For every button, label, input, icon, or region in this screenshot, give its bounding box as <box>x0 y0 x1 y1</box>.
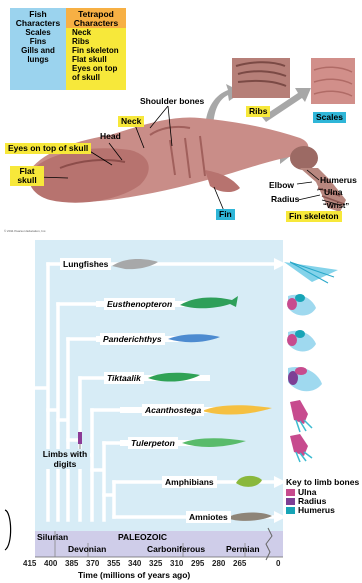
amphibian-drawing <box>236 476 262 487</box>
tick-0: 0 <box>276 559 280 568</box>
tick-400: 400 <box>44 559 57 568</box>
lungfish-drawing <box>112 259 158 269</box>
era-label-paleozoic: PALEOZOIC <box>118 533 167 542</box>
tick-280: 280 <box>212 559 225 568</box>
tick-295: 295 <box>191 559 204 568</box>
legend-swatch-ulna <box>286 489 295 496</box>
panel-bracket <box>5 510 11 550</box>
tick-325: 325 <box>149 559 162 568</box>
taxon-eusthenopteron: Eusthenopteron <box>104 298 175 310</box>
legend-title: Key to limb bones <box>286 478 362 487</box>
legend-item-humerus: Humerus <box>286 506 362 515</box>
limbs-with-digits-marker <box>78 432 82 444</box>
period-carboniferous: Carboniferous <box>147 545 205 554</box>
amphibians-arrowhead <box>274 476 286 488</box>
tick-310: 310 <box>170 559 183 568</box>
period-permian: Permian <box>226 545 260 554</box>
period-devonian: Devonian <box>68 545 106 554</box>
tick-415: 415 <box>23 559 36 568</box>
limb-bones-legend: Key to limb bones Ulna Radius Humerus <box>286 478 362 515</box>
tick-265: 265 <box>233 559 246 568</box>
axis-break <box>266 528 272 560</box>
taxon-acanthostega: Acanthostega <box>142 404 204 416</box>
period-silurian: Silurian <box>37 533 68 542</box>
amniote-drawing <box>226 512 272 520</box>
eusthenopteron-drawing <box>180 296 238 308</box>
lungfish-fin-icon <box>284 262 338 282</box>
acanthostega-drawing <box>202 405 272 414</box>
taxon-amniotes: Amniotes <box>186 511 231 523</box>
taxon-amphibians: Amphibians <box>162 476 217 488</box>
tick-370: 370 <box>86 559 99 568</box>
time-axis-label: Time (millions of years ago) <box>78 571 190 580</box>
limbs-with-digits-label: Limbs with digits <box>40 449 90 469</box>
legend-label-humerus: Humerus <box>298 505 335 515</box>
tick-340: 340 <box>128 559 141 568</box>
taxon-tulerpeton: Tulerpeton <box>128 437 178 449</box>
taxon-lungfishes: Lungfishes <box>60 258 111 270</box>
taxon-tiktaalik: Tiktaalik <box>104 372 144 384</box>
amniotes-arrowhead <box>274 511 286 523</box>
lungfishes-arrowhead <box>274 258 286 270</box>
legend-swatch-radius <box>286 498 295 505</box>
limb-bone-icons <box>284 262 338 462</box>
tick-385: 385 <box>65 559 78 568</box>
tick-355: 355 <box>107 559 120 568</box>
taxon-panderichthys: Panderichthys <box>100 333 165 345</box>
legend-swatch-humerus <box>286 507 295 514</box>
